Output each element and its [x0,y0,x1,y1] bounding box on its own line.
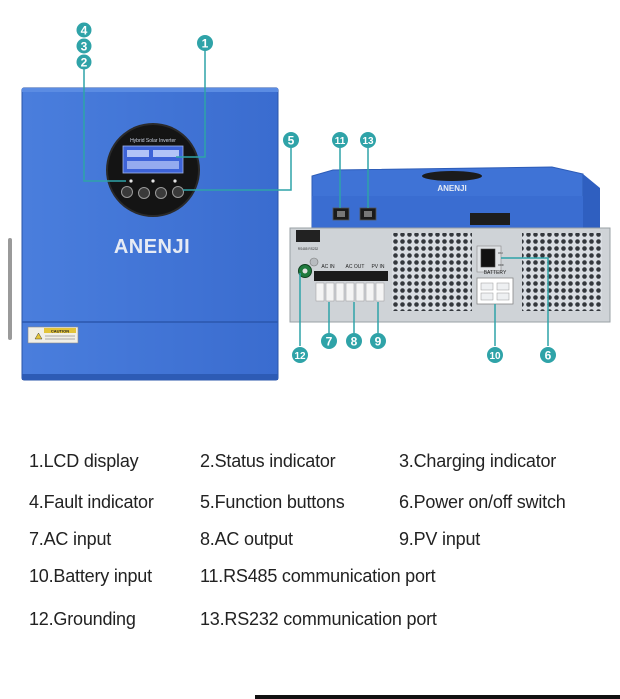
svg-text:6: 6 [545,349,552,363]
top-slot [470,213,510,225]
battery-terminal [496,282,510,291]
legend-item-1: 1.LCD display [29,451,139,471]
power-switch-off-label: OFF [498,263,504,267]
legend-item-11: 11.RS485 communication port [200,566,436,586]
callout-badge-5: 5 [283,132,299,148]
side-top-front [312,196,583,229]
front-top-edge [22,88,278,92]
legend-item-4: 4.Fault indicator [29,492,154,512]
pv-in-label: PV IN [371,264,384,270]
leader-5 [183,148,292,191]
svg-text:12: 12 [294,351,306,362]
ac-out-label: AC OUT [346,264,365,270]
bottom-edge-bar [255,695,620,699]
battery-label: BATTERY [484,270,507,276]
callout-badge-11: 11 [332,132,348,148]
inverter-diagram: Hybrid Solar Inverter ANENJI CAUTION ANE… [21,22,611,381]
battery-terminal [480,282,494,291]
svg-text:8: 8 [351,335,358,349]
caution-label-text: CAUTION [51,328,69,333]
svg-text:7: 7 [326,335,333,349]
front-inverter: Hybrid Solar Inverter ANENJI CAUTION [21,87,279,381]
caution-label-header [44,328,76,333]
port-label-plate [296,230,320,242]
lcd-segment-block [153,150,179,157]
power-switch[interactable] [480,248,496,268]
function-button[interactable] [172,186,184,198]
function-button[interactable] [155,187,167,199]
rs232-port-slot [364,211,372,217]
svg-text:10: 10 [489,351,501,362]
fan-grille-right [522,233,602,311]
svg-text:2: 2 [81,56,88,70]
svg-text:5: 5 [288,134,295,148]
callout-leaders [83,50,549,346]
callout-badge-3: 3 [76,38,92,54]
battery-terminal [480,292,494,301]
legend-item-3: 3.Charging indicator [399,451,557,471]
side-top-brand: ANENJI [437,184,466,193]
callout-badge-13: 13 [360,132,376,148]
lcd-segment-block [127,161,179,169]
rs485-port-slot [337,211,345,217]
svg-text:13: 13 [362,136,374,147]
legend-item-12: 12.Grounding [29,609,136,629]
warning-triangle-icon [34,332,43,340]
leader-1 [176,50,206,158]
callout-badge-7: 7 [321,333,337,349]
callout-badge-2: 2 [76,54,92,70]
port-label-text: RS485 RS232 [298,247,319,251]
cable-gland [309,257,319,267]
svg-text:9: 9 [375,335,382,349]
callout-badge-1: 1 [197,35,213,51]
legend-item-10: 10.Battery input [29,566,152,586]
legend-item-2: 2.Status indicator [200,451,336,471]
charging-indicator-led [151,179,155,183]
svg-text:3: 3 [81,40,88,54]
function-button[interactable] [121,186,133,198]
callout-badge-10: 10 [487,347,503,363]
callout-badge-9: 9 [370,333,386,349]
svg-text:4: 4 [81,24,88,38]
fault-indicator-led [173,179,177,183]
terminal-block [314,271,388,281]
side-top-lcd [422,171,482,181]
callout-badge-6: 6 [540,347,556,363]
svg-text:1: 1 [202,37,209,51]
leader-6 [501,257,549,346]
callout-badge-4: 4 [76,22,92,38]
status-indicator-led [129,179,133,183]
ac-in-label: AC IN [321,264,335,270]
battery-terminal [496,292,510,301]
legend-item-13: 13.RS232 communication port [200,609,437,629]
legend-item-9: 9.PV input [399,529,481,549]
grounding-screw [302,268,308,274]
legend-item-6: 6.Power on/off switch [399,492,566,512]
legend-item-5: 5.Function buttons [200,492,345,512]
terminal-screws [315,282,385,302]
callout-badges: 1 4 3 2 5 11 13 7 8 9 12 10 6 [76,22,556,363]
svg-text:11: 11 [335,136,346,147]
lcd-segment-block [127,150,149,157]
front-bottom-shadow [22,374,278,380]
callout-badge-12: 12 [292,347,308,363]
leader-2 [83,68,126,182]
scrollbar-thumb[interactable] [8,238,12,340]
legend-item-7: 7.AC input [29,529,112,549]
lcd-header-text: Hybrid Solar Inverter [130,138,176,144]
function-buttons [121,186,184,199]
brand-logo: ANENJI [114,236,190,258]
function-button[interactable] [138,187,150,199]
power-switch-on-label: ON [498,251,503,255]
legend-item-8: 8.AC output [200,529,293,549]
side-inverter: ANENJI RS485 RS232 ON OFF BATTERY [289,166,611,323]
fan-grille-left [392,233,472,311]
callout-badge-8: 8 [346,333,362,349]
